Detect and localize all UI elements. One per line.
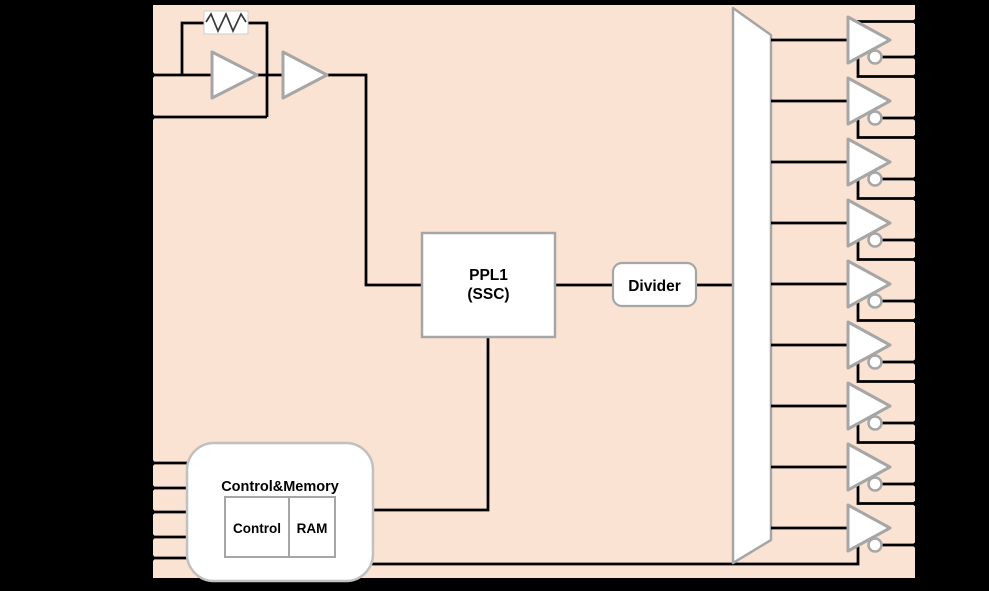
control-memory-title: Control&Memory [221,479,339,495]
control-sub-label: Control [233,521,281,536]
output-buffer-icon [846,15,892,65]
xin-pin-dot [147,71,155,79]
inversion-bubble-icon [867,537,883,553]
pll-box [420,231,557,339]
output-buffer-cell [771,442,919,507]
pll-label-line1: PPL1 [469,267,508,284]
inversion-bubble-icon [867,110,883,126]
output-pad-dot [913,54,919,60]
output-buffer-icon [846,259,892,309]
output-buffer-icon [846,442,892,492]
control-input-pin-dots [147,459,155,562]
output-pad-dot [913,420,919,426]
buffer-out-true-wire [856,179,917,200]
buffer-out-true-wire [856,301,917,322]
buffer-out-true-wire [856,484,917,505]
output-buffer-icon [846,320,892,370]
output-buffer-icon [846,76,892,126]
output-pad-dot [913,176,919,182]
buffer-out-true-wire [856,240,917,261]
buffer-out-true-wire [856,57,917,78]
output-pad-dot [913,73,919,80]
inversion-bubble-icon [867,415,883,431]
output-pad-dot [913,298,919,304]
pll-label-line2: (SSC) [467,286,509,303]
output-buffer-icon [846,137,892,187]
osc-to-pll-wire [327,73,422,287]
control-feedback-rail [371,546,860,566]
divider-block: Divider [611,261,733,308]
inversion-bubble-icon [867,232,883,248]
output-pad-dot [913,481,919,487]
output-pad-dot [913,134,919,141]
buffer-out-true-wire [856,423,917,444]
inversion-bubble-icon [867,171,883,187]
output-pad-dot [913,195,919,202]
buffer-out-true-wire [856,118,917,139]
output-pad-dot [913,439,919,446]
output-buffer-cell [771,15,919,80]
output-mux-icon [731,6,773,565]
output-pad-dot [913,359,919,365]
output-pad-dot [913,237,919,243]
output-buffer-cell [771,503,919,553]
inversion-bubble-icon [867,476,883,492]
output-pad-dot [913,500,919,507]
output-buffer-bank [771,15,919,553]
oscillator-buffer-icon [281,50,329,100]
inversion-bubble-icon [867,49,883,65]
inversion-bubble-icon [867,354,883,370]
buffer-out-true-wire [856,362,917,383]
feedback-resistor-icon [203,10,249,35]
ram-sub-label: RAM [297,521,328,536]
xout-pin-dot [147,113,155,121]
output-pad-dot [913,115,919,121]
output-buffer-icon [846,503,892,553]
divider-box [611,261,698,308]
output-buffer-cell [771,320,919,385]
oscillator-amplifier-icon [210,50,259,100]
control-input-wires [150,461,187,560]
pll-to-control-wire [373,337,490,512]
divider-label: Divider [628,278,681,295]
output-pad-dot [913,378,919,385]
output-buffer-icon [846,381,892,431]
output-buffer-icon [846,198,892,248]
output-buffer-cell [771,381,919,446]
inversion-bubble-icon [867,293,883,309]
ram-sub-box [288,496,336,558]
output-buffer-cell [771,137,919,202]
output-buffer-cell [771,198,919,263]
output-buffer-cell [771,76,919,141]
output-pad-dot [913,542,919,548]
output-buffer-cell [771,259,919,324]
output-pad-dot [913,256,919,263]
control-memory-block: Control&Memory Control RAM [147,441,860,583]
pll-block: PPL1 (SSC) [373,231,613,512]
output-pad-dot [913,18,919,25]
output-pad-dot [913,317,919,324]
